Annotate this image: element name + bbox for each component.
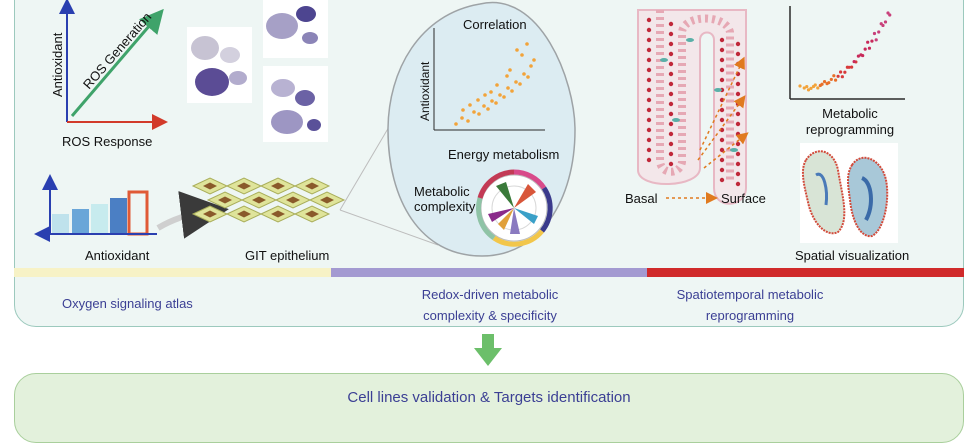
diagram-artwork xyxy=(14,0,964,366)
correlation-title: Correlation xyxy=(463,17,527,32)
git-epithelium-label: GIT epithelium xyxy=(245,248,330,263)
basal-label: Basal xyxy=(625,191,658,206)
ros-x-axis-label: ROS Response xyxy=(62,134,153,149)
metabolic-complexity-label-line2: complexity xyxy=(414,199,476,214)
antioxidant-bars-label: Antioxidant xyxy=(85,248,150,263)
spatial-visualization-label: Spatial visualization xyxy=(795,248,910,263)
redox-caption-line2: complexity & specificity xyxy=(423,308,557,323)
bottom-panel-title: Cell lines validation & Targets identifi… xyxy=(347,389,631,406)
metabolic-reprogramming-label-line2: reprogramming xyxy=(805,122,895,137)
reprogramming-curve xyxy=(789,6,905,100)
section-band xyxy=(14,268,964,277)
spatial-visualization xyxy=(800,143,898,243)
correlation-y-axis-label: Antioxidant xyxy=(418,61,432,121)
ros-axes xyxy=(59,0,168,130)
redox-caption-line1: Redox-driven metabolic xyxy=(421,287,559,302)
spatiotemporal-caption-line2: reprogramming xyxy=(705,308,795,323)
correlation-x-axis-label: Energy metabolism xyxy=(448,147,560,162)
metabolic-complexity-label-line1: Metabolic xyxy=(414,184,470,199)
surface-label: Surface xyxy=(721,191,766,206)
intestinal-villus xyxy=(637,9,749,205)
antioxidant-bars xyxy=(34,174,157,242)
umap-plots xyxy=(187,0,328,142)
metabolic-reprogramming-label-line1: Metabolic xyxy=(822,106,878,121)
epithelium-cells xyxy=(191,177,346,223)
ros-y-axis-label: Antioxidant xyxy=(50,32,65,97)
down-arrow xyxy=(474,334,502,366)
oxygen-signaling-caption: Oxygen signaling atlas xyxy=(62,296,193,311)
spatiotemporal-caption-line1: Spatiotemporal metabolic xyxy=(676,287,824,302)
correlation-scatter xyxy=(454,42,536,126)
radial-complexity-chart xyxy=(476,169,553,247)
